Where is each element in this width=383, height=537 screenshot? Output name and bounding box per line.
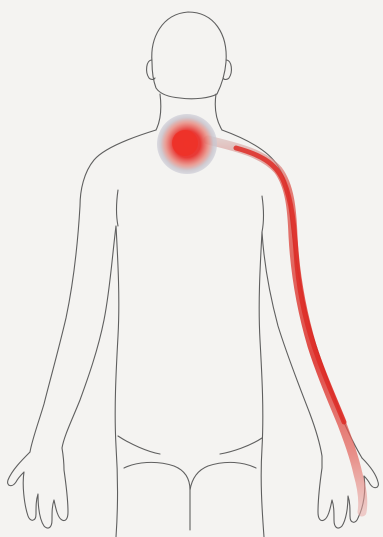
waist-left-line — [118, 436, 160, 454]
right-scapula-line — [262, 196, 264, 232]
waist-right-line — [220, 438, 262, 454]
left-shoulder-outline — [80, 130, 156, 206]
left-hand-outline — [8, 448, 68, 528]
torso-right-outline — [259, 232, 264, 537]
neck-left-outline — [156, 94, 161, 130]
torso-left-outline — [115, 226, 119, 537]
left-ear-outline — [147, 60, 155, 80]
left-scapula-line — [117, 190, 119, 226]
neck-right-outline — [215, 94, 222, 130]
right-ear-outline — [223, 60, 231, 80]
body-outline — [8, 12, 379, 537]
pain-radiation-path — [208, 140, 363, 512]
head-outline — [152, 12, 226, 99]
pain-radiation — [208, 140, 363, 512]
left-arm-inner-outline — [62, 226, 116, 448]
pain-focus-core — [172, 130, 198, 156]
left-buttock-outline — [124, 462, 190, 490]
pain-focus — [157, 114, 217, 174]
right-hand-outline — [318, 456, 378, 528]
left-arm-outer-outline — [30, 206, 80, 452]
right-buttock-outline — [190, 462, 256, 490]
right-arm-outer-outline — [290, 214, 362, 458]
